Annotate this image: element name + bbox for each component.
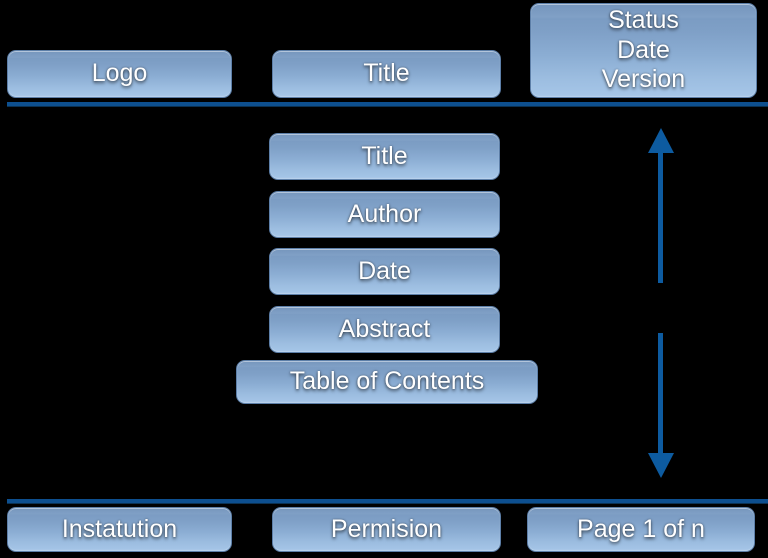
- footer-divider-rule: [7, 499, 768, 503]
- body-box-abstract[interactable]: Abstract: [269, 306, 500, 353]
- body-box-title-label: Title: [361, 141, 408, 170]
- arrow-shaft-upper: [658, 152, 663, 283]
- footer-institution-box[interactable]: Instatution: [7, 507, 232, 552]
- body-box-abstract-label: Abstract: [338, 314, 431, 343]
- arrow-shaft-lower: [658, 333, 663, 454]
- arrow-head-up-icon: [648, 128, 674, 153]
- header-divider-rule: [7, 102, 768, 106]
- header-status-label: Status Date Version: [601, 6, 686, 94]
- header-status-box[interactable]: Status Date Version: [530, 3, 757, 98]
- footer-page-number-box[interactable]: Page 1 of n: [527, 507, 755, 552]
- header-logo-label: Logo: [91, 59, 148, 88]
- footer-page-number-label: Page 1 of n: [577, 514, 705, 543]
- footer-permission-label: Permision: [330, 514, 443, 543]
- body-box-title[interactable]: Title: [269, 133, 500, 180]
- header-title-label: Title: [363, 59, 410, 88]
- body-box-author[interactable]: Author: [269, 191, 500, 238]
- body-box-date[interactable]: Date: [269, 248, 500, 295]
- header-logo-box[interactable]: Logo: [7, 50, 232, 98]
- body-box-author-label: Author: [347, 199, 422, 228]
- arrow-head-down-icon: [648, 453, 674, 478]
- footer-permission-box[interactable]: Permision: [272, 507, 501, 552]
- body-box-table-of-contents[interactable]: Table of Contents: [236, 360, 538, 404]
- footer-institution-label: Instatution: [61, 514, 178, 543]
- body-box-date-label: Date: [358, 256, 411, 285]
- body-box-table-of-contents-label: Table of Contents: [289, 367, 485, 396]
- header-title-box[interactable]: Title: [272, 50, 501, 98]
